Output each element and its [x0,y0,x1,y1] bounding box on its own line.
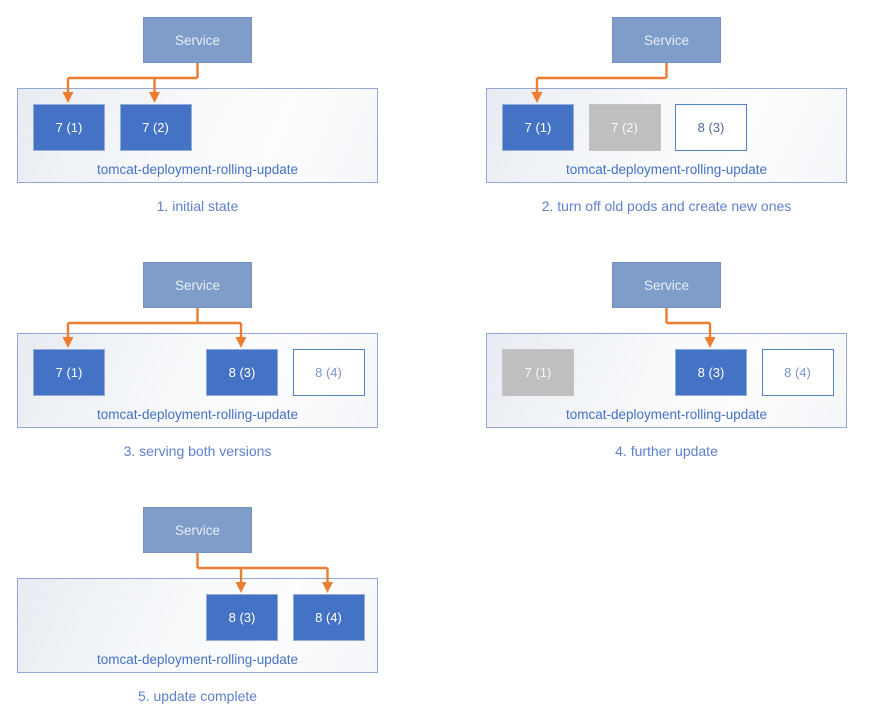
pod-8-3: 8 (3) [206,594,278,641]
service-label: Service [174,522,220,538]
deployment-container: 7 (1) 8 (3) 8 (4) tomcat-deployment-rolling… [486,333,847,428]
panel-step-3: Service 7 (1) 8 (3) 8 (4) tomcat-deployment-… [17,262,378,467]
service-label: Service [174,32,220,48]
arrowhead-icon [62,92,74,103]
service-box: Service [143,17,252,63]
pod-8-4: 8 (4) [761,349,834,396]
arrowhead-icon [704,337,716,348]
service-to-pods-arrow [196,553,333,593]
arrow-line [535,63,668,93]
panel-step-5: Service 8 (3) 8 (4) tomcat-deployment-rolli… [17,507,378,712]
pod-8-4: 8 (4) [292,594,365,641]
deployment-container: 8 (3) 8 (4) tomcat-deployment-rolling-upda… [17,578,378,673]
arrowhead-icon [235,582,247,593]
pod-7-1: 7 (1) [502,104,574,151]
pod-label: 8 (3) [228,610,256,625]
panel-caption: 5. update complete [137,688,258,704]
pod-8-4: 8 (4) [292,349,365,396]
pod-8-3: 8 (3) [675,104,747,151]
service-to-pods-arrow [665,308,716,348]
pod-7-2: 7 (2) [119,104,192,151]
deployment-label: tomcat-deployment-rolling-update [96,407,299,422]
arrowhead-icon [322,582,333,593]
service-to-pods-arrow [62,63,199,103]
pod-label: 8 (3) [228,365,256,380]
pod-7-1: 7 (1) [33,349,105,396]
panel-caption: 3. serving both versions [123,443,272,459]
panel-step-2: Service 7 (1) 7 (2) 8 (3) tomcat-deployment-… [486,17,847,222]
deployment-label: tomcat-deployment-rolling-update [96,162,299,177]
arrowhead-icon [149,92,160,103]
arrowhead-icon [531,92,543,103]
arrow-line [66,308,243,338]
service-label: Service [643,277,689,293]
panel-caption: 1. initial state [156,198,239,214]
pod-label: 7 (1) [524,120,552,135]
service-to-pods-arrow [531,63,668,103]
pod-7-2: 7 (2) [588,104,661,151]
pod-8-3: 8 (3) [675,349,747,396]
pod-label: 8 (4) [315,610,342,625]
deployment-container: 7 (1) 7 (2) 8 (3) tomcat-deployment-rolling… [486,88,847,183]
service-box: Service [143,262,252,308]
pod-7-1: 7 (1) [502,349,574,396]
pod-label: 7 (2) [142,120,169,135]
arrow-line [665,308,712,338]
deployment-container: 7 (1) 8 (3) 8 (4) tomcat-deployment-rolling… [17,333,378,428]
pod-label: 8 (4) [784,365,811,380]
panel-step-4: Service 7 (1) 8 (3) 8 (4) tomcat-deployment-… [486,262,847,467]
service-label: Service [174,277,220,293]
panel-step-1: Service 7 (1) 7 (2) tomcat-deployment-rolli… [17,17,378,222]
deployment-label: tomcat-deployment-rolling-update [565,407,768,422]
panel-caption: 4. further update [615,443,718,459]
pod-label: 7 (1) [55,365,83,380]
service-box: Service [612,262,721,308]
deployment-label: tomcat-deployment-rolling-update [96,652,299,667]
pod-label: 8 (3) [697,365,725,380]
pod-8-3: 8 (3) [206,349,278,396]
service-box: Service [612,17,721,63]
service-to-pods-arrow [62,308,247,348]
deployment-label: tomcat-deployment-rolling-update [565,162,768,177]
service-box: Service [143,507,252,553]
arrowhead-icon [235,337,247,348]
deployment-container: 7 (1) 7 (2) tomcat-deployment-rolling-upda… [17,88,378,183]
pod-label: 7 (1) [524,365,552,380]
panel-caption: 2. turn off old pods and create new ones [541,198,792,214]
pod-label: 8 (4) [315,365,342,380]
pod-label: 8 (3) [697,120,725,135]
arrowhead-icon [62,337,74,348]
arrow-line [66,63,199,93]
arrow-line [196,553,329,583]
pod-7-1: 7 (1) [33,104,105,151]
pod-label: 7 (2) [611,120,638,135]
service-label: Service [643,32,689,48]
pod-label: 7 (1) [55,120,83,135]
